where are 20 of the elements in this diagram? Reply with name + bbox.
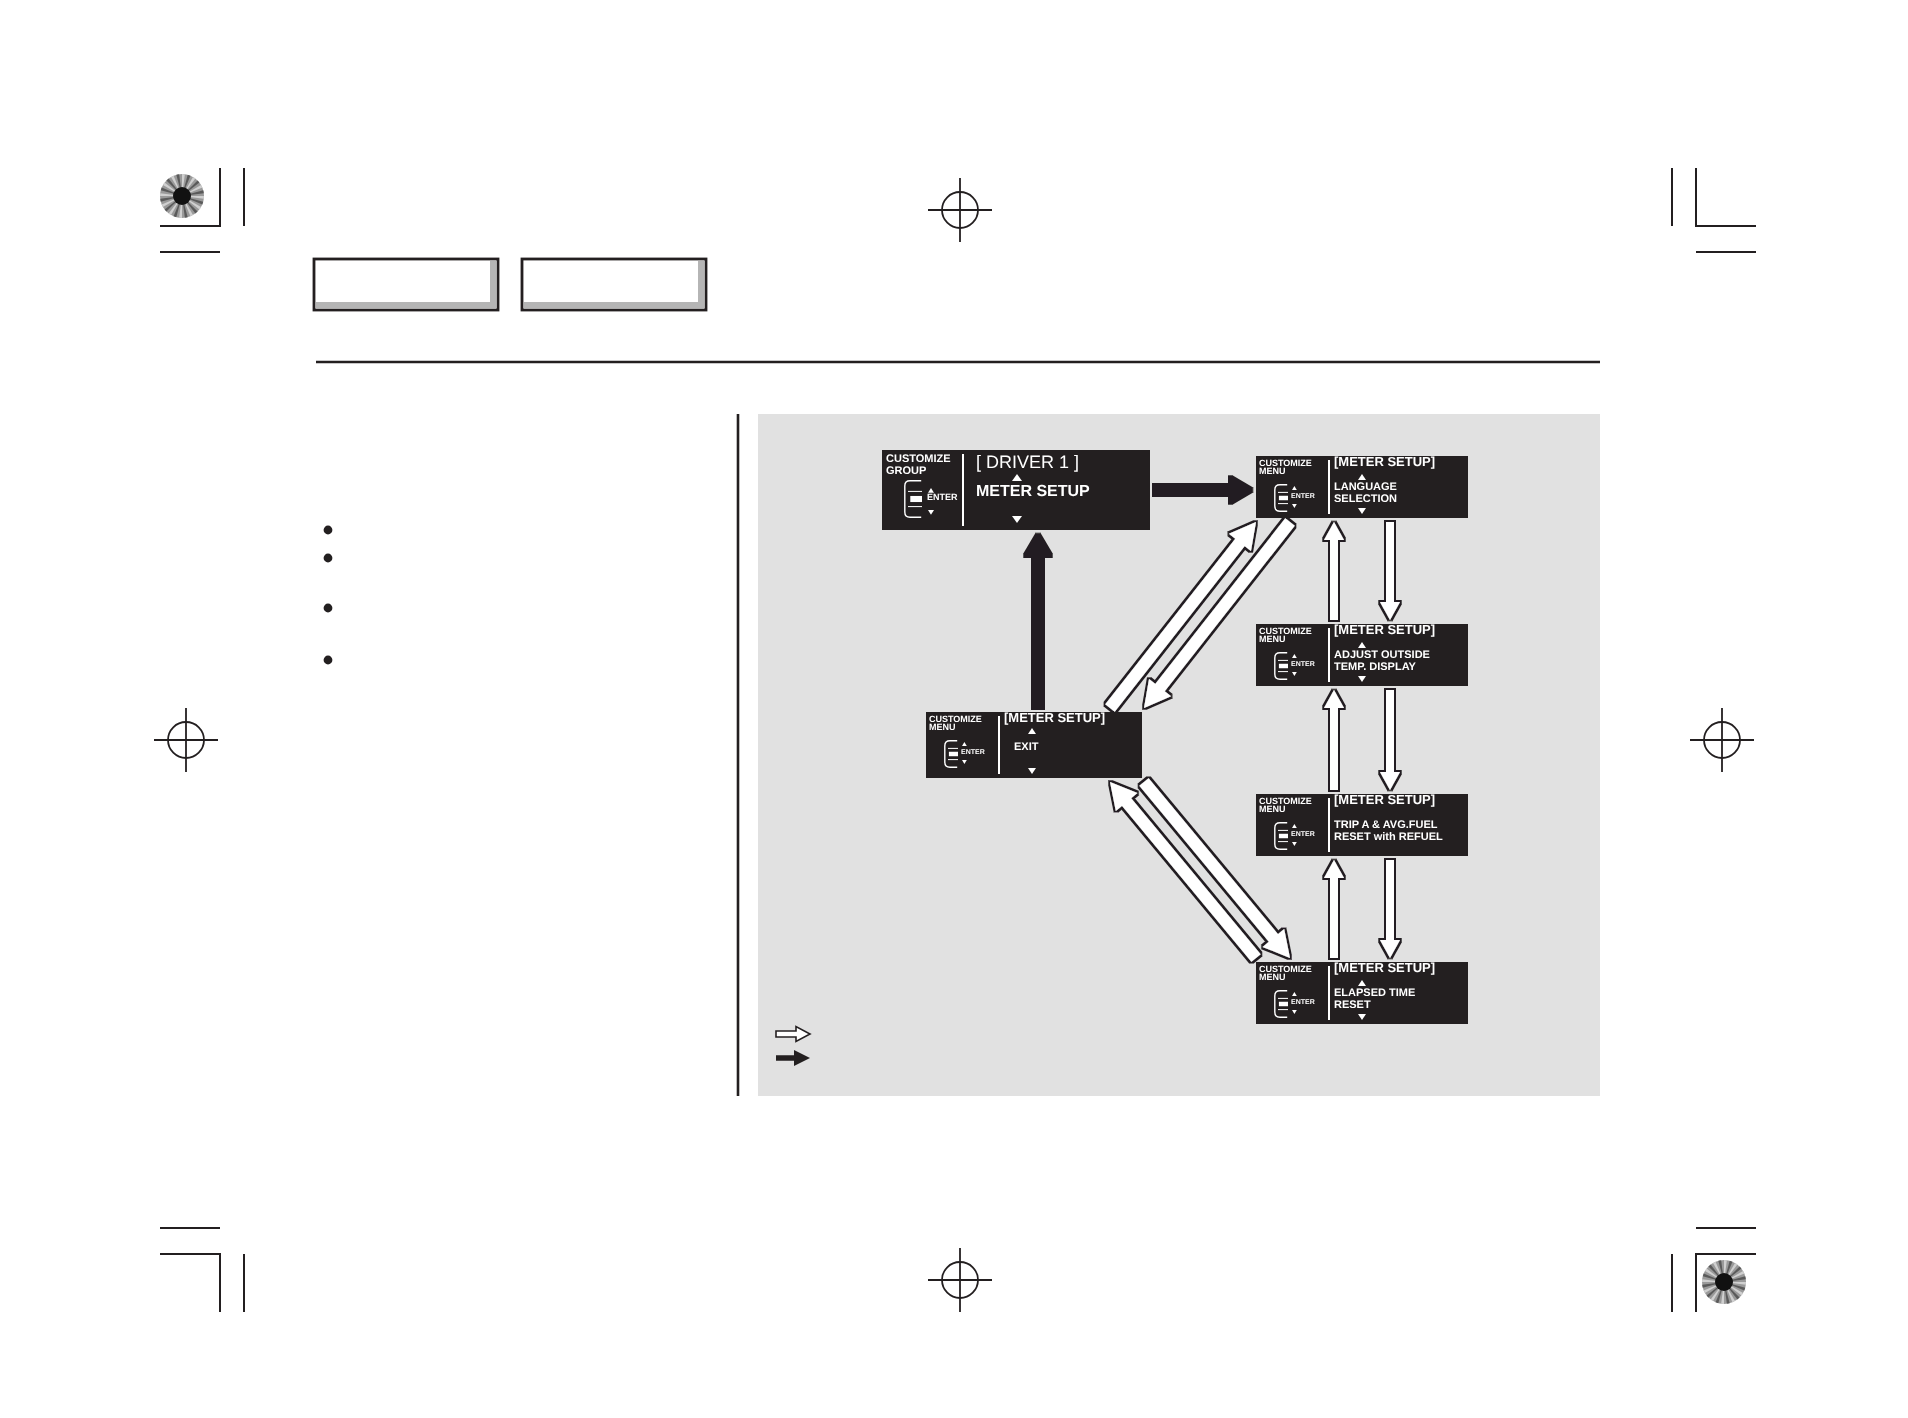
display-screen <box>882 450 1150 530</box>
hollow-arrow <box>1105 522 1256 712</box>
hollow-arrow <box>1380 690 1400 790</box>
hollow-arrow <box>1324 860 1344 958</box>
arrow <box>1154 477 1252 503</box>
hollow-arrow <box>1110 782 1261 962</box>
arrow <box>1025 534 1051 708</box>
display-screen <box>1256 624 1468 686</box>
menu-heading: [ DRIVER 1 ] <box>976 454 1082 472</box>
hollow-arrow <box>1380 860 1400 958</box>
menu-item: METER SETUP <box>976 484 1092 500</box>
display-screen <box>1256 962 1468 1024</box>
display-screen <box>1256 794 1468 856</box>
hollow-arrow <box>1324 690 1344 790</box>
display-screen <box>1256 456 1468 518</box>
hollow-arrow <box>1324 522 1344 620</box>
hollow-arrow <box>1144 518 1295 708</box>
display-screen <box>926 712 1142 778</box>
hollow-arrow <box>1139 778 1290 958</box>
hollow-arrow <box>1380 522 1400 620</box>
